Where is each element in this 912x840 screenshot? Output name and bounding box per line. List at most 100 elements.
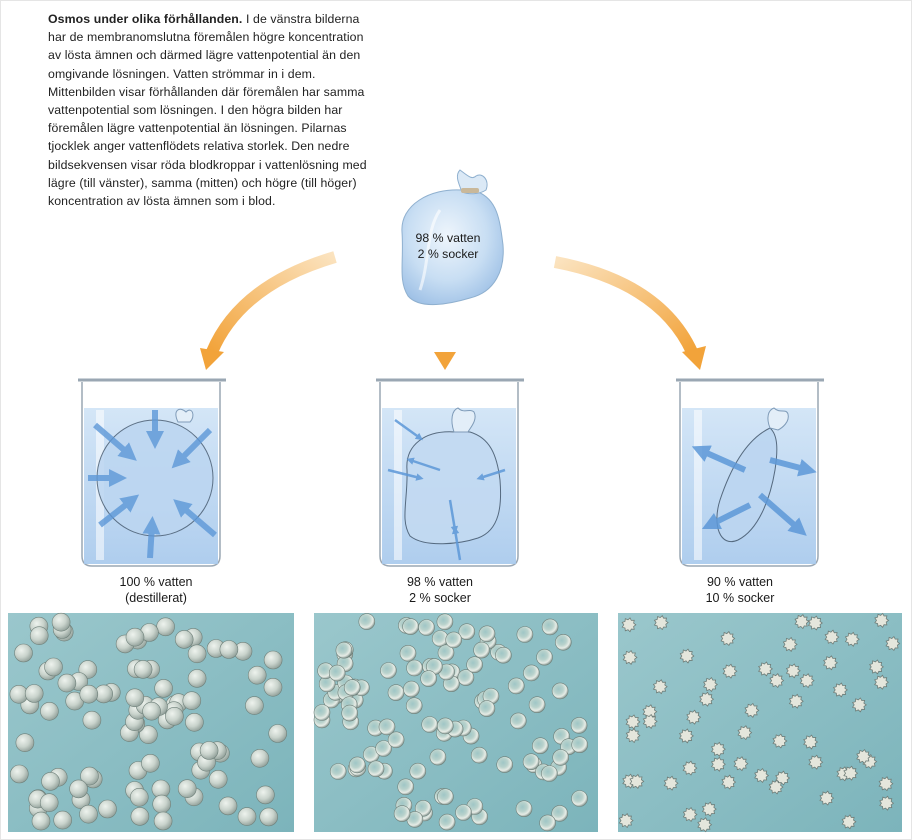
crenated-cell: [823, 655, 838, 671]
crenated-cell: [843, 765, 859, 781]
swollen-cell: [9, 764, 29, 784]
swollen-cell: [141, 753, 160, 773]
crenated-cell: [841, 814, 857, 830]
normal-cell: [496, 756, 514, 773]
swollen-cell: [31, 811, 51, 831]
crenated-cell: [722, 663, 738, 679]
normal-cell: [436, 717, 454, 735]
normal-cell: [380, 662, 397, 679]
normal-cell: [341, 704, 359, 722]
normal-cell: [570, 717, 588, 734]
swollen-cell: [208, 769, 228, 789]
normal-cell: [397, 778, 415, 796]
normal-cell: [343, 679, 361, 696]
swollen-cell: [139, 725, 158, 745]
swollen-cell: [130, 807, 150, 826]
normal-cell: [509, 712, 527, 730]
normal-cell: [551, 805, 569, 822]
swollen-cell: [218, 796, 238, 816]
normal-cell: [473, 641, 490, 659]
swollen-cell: [130, 787, 149, 807]
bag-concentration-label: 98 % vatten 2 % socker: [415, 231, 481, 261]
swollen-cell: [80, 766, 99, 786]
swollen-cell: [82, 710, 102, 730]
crenated-cell: [807, 615, 823, 631]
swollen-cell: [24, 684, 44, 703]
crenated-cell: [618, 813, 634, 829]
normal-cell: [445, 631, 463, 649]
normal-cell: [554, 633, 572, 651]
normal-cell: [457, 669, 475, 686]
crenated-cell: [622, 649, 638, 665]
swollen-cell: [199, 741, 219, 760]
normal-cell: [313, 704, 331, 721]
swollen-cell: [133, 660, 153, 679]
crenated-cell: [788, 693, 804, 709]
normal-cell: [571, 736, 589, 754]
normal-cell: [466, 656, 483, 674]
swollen-cell: [125, 688, 145, 708]
normal-cell: [455, 804, 472, 821]
crenated-cell: [794, 614, 810, 630]
normal-cell: [552, 749, 570, 766]
normal-cell: [531, 737, 549, 755]
orange-arrow-right: [553, 256, 706, 370]
orange-arrow-left: [200, 251, 337, 370]
normal-cell: [507, 677, 525, 695]
crenated-cell: [682, 806, 698, 823]
normal-cell: [399, 644, 417, 662]
crenated-cell: [663, 775, 679, 791]
normal-cell: [571, 790, 588, 807]
normal-cell: [387, 731, 405, 749]
swollen-cell: [51, 612, 71, 632]
normal-cell: [541, 765, 558, 782]
crenated-cell: [679, 648, 695, 664]
crenated-cell: [851, 697, 867, 713]
swollen-cell: [79, 684, 99, 704]
crenated-cell: [874, 612, 890, 628]
normal-cell: [328, 664, 346, 682]
normal-cell: [437, 644, 455, 662]
crenated-cell: [686, 709, 702, 725]
normal-cell: [420, 670, 437, 687]
normal-cell: [541, 618, 559, 636]
swollen-cell: [187, 669, 207, 688]
crenated-cell: [625, 714, 641, 730]
swollen-cell: [263, 677, 283, 697]
normal-cell: [403, 680, 420, 698]
normal-cell: [478, 700, 496, 717]
crenated-cell: [832, 682, 848, 698]
crenated-cell: [874, 674, 889, 690]
swollen-cell: [29, 626, 49, 646]
crenated-cell: [678, 728, 694, 744]
swollen-cell: [256, 785, 275, 805]
swollen-cell: [40, 701, 59, 721]
beaker-right-label: 90 % vatten 10 % socker: [705, 575, 775, 605]
swollen-cell: [245, 696, 264, 715]
crenated-cell: [879, 795, 895, 811]
crenated-cell: [737, 725, 753, 741]
normal-cell: [536, 648, 553, 666]
crenated-cell: [625, 728, 641, 744]
normal-cell: [367, 760, 385, 778]
normal-cell: [528, 696, 546, 714]
normal-cell: [438, 813, 456, 831]
normal-cell: [375, 740, 392, 757]
swollen-cell: [237, 807, 257, 826]
normal-cell: [516, 626, 534, 643]
crenated-cell: [682, 760, 698, 776]
beaker-left-label: 100 % vatten (destillerat): [119, 575, 193, 605]
crenated-cell: [701, 801, 717, 817]
crenated-cell: [772, 733, 788, 749]
crenated-cell: [621, 617, 637, 633]
crenated-cell: [629, 773, 645, 789]
normal-cell: [406, 659, 423, 677]
crenated-cell: [733, 756, 749, 772]
figure-caption: Osmos under olika förhållanden. I de vän…: [48, 10, 378, 210]
normal-cell: [523, 664, 540, 682]
beaker-right: [676, 378, 824, 567]
crenated-cell: [803, 734, 819, 750]
crenated-cell: [653, 615, 669, 631]
swollen-cell: [142, 701, 161, 721]
swollen-cell: [41, 772, 60, 791]
